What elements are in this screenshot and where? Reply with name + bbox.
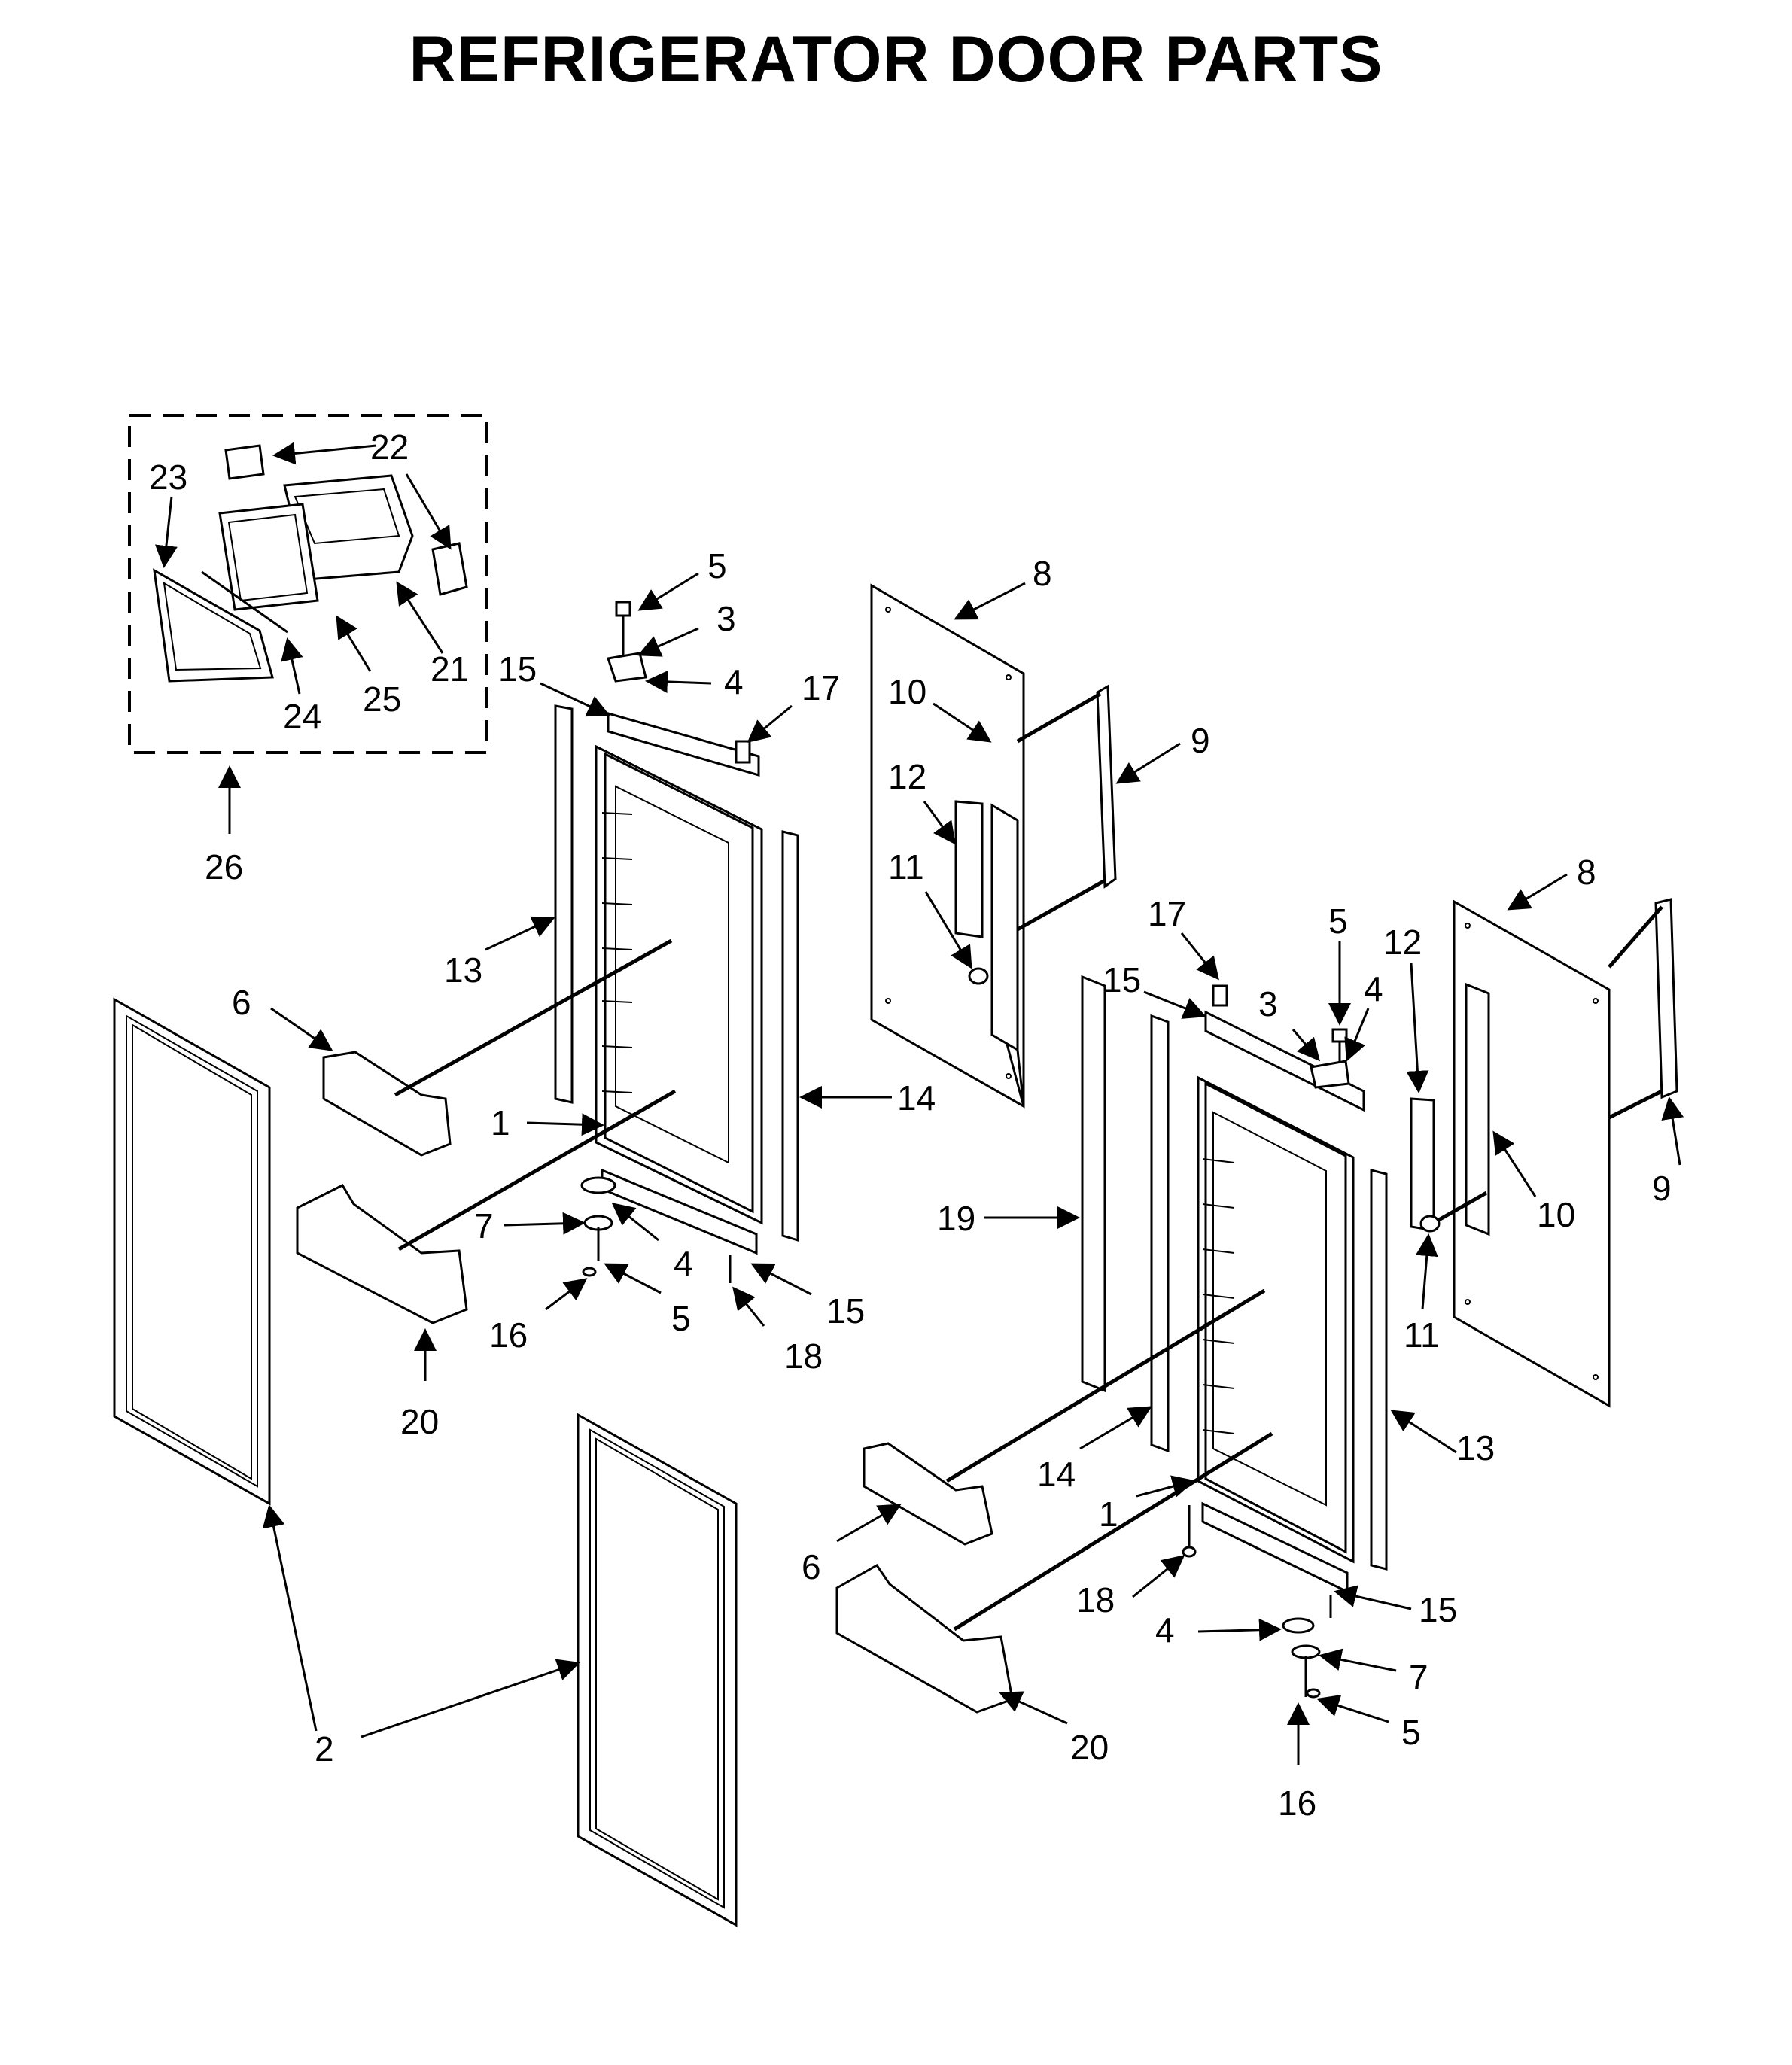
- right-door-assembly: [1081, 975, 1435, 1699]
- callout-21: 21: [431, 649, 469, 689]
- callout-10: 10: [888, 672, 926, 711]
- callout-12: 12: [1383, 923, 1422, 962]
- callout-22: 22: [370, 427, 409, 467]
- callout-25: 25: [363, 680, 401, 719]
- callout-15: 15: [826, 1291, 865, 1331]
- callout-11: 11: [888, 847, 924, 887]
- callout-17: 17: [802, 668, 840, 707]
- left-gasket: [113, 997, 738, 1927]
- callout-2: 2: [315, 1729, 334, 1768]
- page-title: REFRIGERATOR DOOR PARTS: [409, 23, 1383, 96]
- callout-9: 9: [1191, 721, 1210, 760]
- callout-4: 4: [1364, 969, 1383, 1008]
- callout-5: 5: [671, 1299, 691, 1338]
- callout-19: 19: [937, 1199, 975, 1238]
- callout-10: 10: [1537, 1195, 1575, 1234]
- callout-18: 18: [784, 1337, 823, 1376]
- left-door-shelf-ribs: [601, 812, 633, 1093]
- callout-15: 15: [1419, 1590, 1457, 1629]
- callout-1: 1: [1099, 1495, 1118, 1534]
- callout-3: 3: [1258, 984, 1278, 1023]
- callout-13: 13: [1456, 1428, 1495, 1467]
- callout-12: 12: [888, 757, 926, 796]
- callout-18: 18: [1076, 1580, 1115, 1619]
- leader-lines: [155, 442, 1684, 1765]
- callout-16: 16: [1278, 1784, 1316, 1823]
- callout-7: 7: [1409, 1658, 1428, 1697]
- callout-15: 15: [498, 649, 537, 689]
- callout-4: 4: [724, 662, 744, 701]
- callout-8: 8: [1033, 554, 1052, 593]
- right-door-shelf-ribs: [1202, 1158, 1235, 1434]
- callout-20: 20: [1070, 1728, 1109, 1767]
- callout-5: 5: [707, 546, 727, 585]
- callout-14: 14: [1037, 1455, 1076, 1494]
- right-door-bins: [835, 1288, 1273, 1714]
- callout-24: 24: [283, 697, 321, 736]
- callout-4: 4: [674, 1244, 693, 1283]
- callout-14: 14: [897, 1078, 936, 1118]
- callout-11: 11: [1404, 1315, 1440, 1355]
- callout-17: 17: [1148, 894, 1186, 933]
- left-door-assembly: [554, 601, 799, 1283]
- callout-5: 5: [1401, 1713, 1421, 1752]
- callout-8: 8: [1577, 853, 1596, 892]
- right-panel-assembly: [1419, 898, 1678, 1408]
- callout-1: 1: [491, 1103, 510, 1142]
- callout-3: 3: [716, 599, 736, 638]
- callout-16: 16: [489, 1315, 528, 1355]
- callout-23: 23: [149, 458, 187, 497]
- assembly-26-kit: [128, 414, 488, 754]
- callout-20: 20: [400, 1402, 439, 1441]
- callout-6: 6: [802, 1547, 821, 1586]
- callout-6: 6: [232, 983, 251, 1022]
- left-door-bins: [296, 938, 677, 1324]
- callout-15: 15: [1103, 960, 1141, 999]
- callout-9: 9: [1652, 1169, 1672, 1208]
- callout-26: 26: [205, 847, 243, 887]
- callout-5: 5: [1328, 902, 1348, 941]
- callout-7: 7: [474, 1206, 494, 1245]
- left-panel-assembly: [870, 583, 1117, 1109]
- callout-4: 4: [1155, 1610, 1175, 1650]
- callout-labels: 22 23 21 25 24 26 5 3 4 15 17 13 6 1 14 …: [149, 427, 1672, 1823]
- callout-13: 13: [444, 950, 482, 990]
